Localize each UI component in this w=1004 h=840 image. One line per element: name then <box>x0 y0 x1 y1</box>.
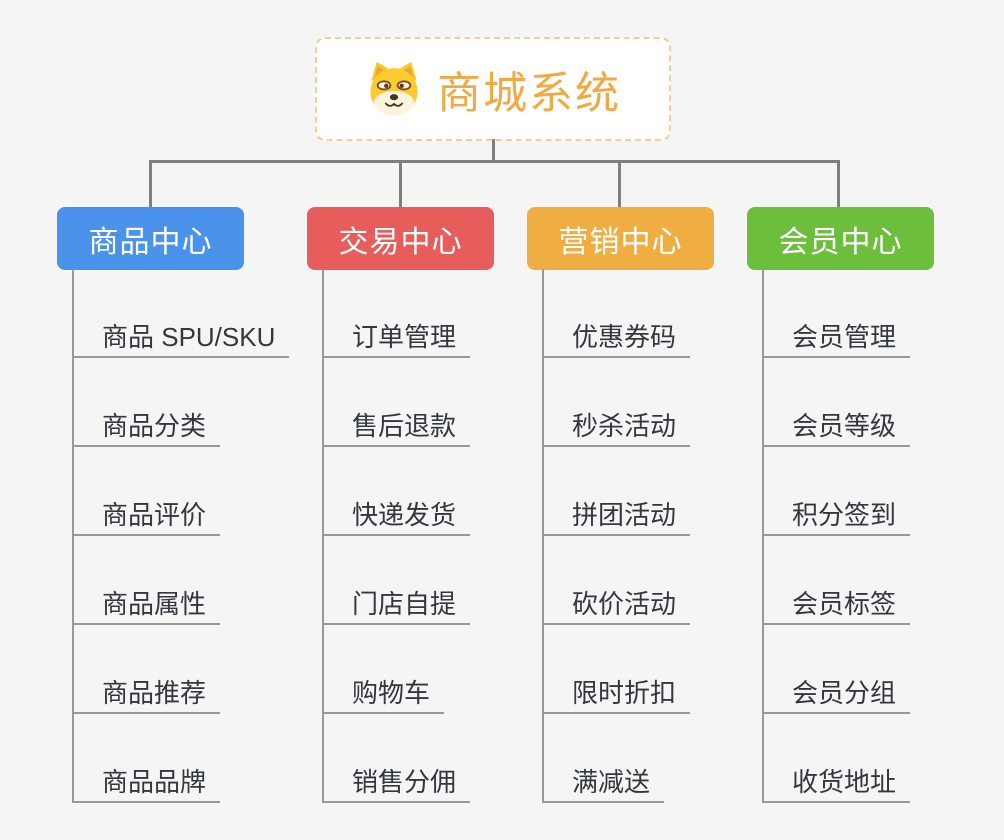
root-title: 商城系统 <box>437 69 621 118</box>
branch-spine <box>762 269 764 803</box>
topic-item[interactable]: 商品评价 <box>72 500 221 536</box>
topic-item[interactable]: 收货地址 <box>762 767 911 803</box>
connector-drop-branch-1 <box>149 160 152 208</box>
branch-header-member[interactable]: 会员中心 <box>747 207 934 270</box>
connector-drop-branch-4 <box>837 160 840 208</box>
topic-item[interactable]: 会员分组 <box>762 678 911 714</box>
topic-item[interactable]: 优惠券码 <box>542 322 691 358</box>
branch-spine <box>322 269 324 803</box>
branch-column-trade: 交易中心 订单管理 售后退款 快递发货 门店自提 购物车 销售分佣 <box>307 0 582 840</box>
topic-item[interactable]: 商品属性 <box>72 589 221 625</box>
topic-item[interactable]: 商品品牌 <box>72 767 221 803</box>
topic-item[interactable]: 快递发货 <box>322 500 471 536</box>
topic-item[interactable]: 会员管理 <box>762 322 911 358</box>
topic-item[interactable]: 秒杀活动 <box>542 411 691 447</box>
topic-item[interactable]: 商品 SPU/SKU <box>72 322 290 358</box>
topic-item[interactable]: 积分签到 <box>762 500 911 536</box>
branch-header-product[interactable]: 商品中心 <box>57 207 244 270</box>
branch-column-member: 会员中心 会员管理 会员等级 积分签到 会员标签 会员分组 收货地址 <box>747 0 1004 840</box>
connector-trunk <box>149 160 840 163</box>
branch-header-trade[interactable]: 交易中心 <box>307 207 494 270</box>
branch-header-marketing[interactable]: 营销中心 <box>527 207 714 270</box>
topic-item[interactable]: 限时折扣 <box>542 678 691 714</box>
topic-item[interactable]: 销售分佣 <box>322 767 471 803</box>
topic-item[interactable]: 购物车 <box>322 678 445 714</box>
branch-spine <box>542 269 544 803</box>
branch-column-product: 商品中心 商品 SPU/SKU 商品分类 商品评价 商品属性 商品推荐 商品品牌 <box>57 0 332 840</box>
topic-item[interactable]: 会员等级 <box>762 411 911 447</box>
topic-item[interactable]: 售后退款 <box>322 411 471 447</box>
connector-drop-branch-2 <box>399 160 402 208</box>
connector-drop-branch-3 <box>618 160 621 208</box>
topic-item[interactable]: 商品分类 <box>72 411 221 447</box>
topic-item[interactable]: 订单管理 <box>322 322 471 358</box>
topic-item[interactable]: 会员标签 <box>762 589 911 625</box>
topic-item[interactable]: 商品推荐 <box>72 678 221 714</box>
topic-item[interactable]: 满减送 <box>542 767 665 803</box>
branch-spine <box>72 269 74 803</box>
topic-item[interactable]: 砍价活动 <box>542 589 691 625</box>
branch-column-marketing: 营销中心 优惠券码 秒杀活动 拼团活动 砍价活动 限时折扣 满减送 <box>527 0 802 840</box>
shiba-dog-icon <box>370 61 418 116</box>
topic-item[interactable]: 拼团活动 <box>542 500 691 536</box>
connector-root-drop <box>492 139 495 162</box>
topic-item[interactable]: 门店自提 <box>322 589 471 625</box>
root-topic[interactable]: 商城系统 <box>315 37 671 141</box>
